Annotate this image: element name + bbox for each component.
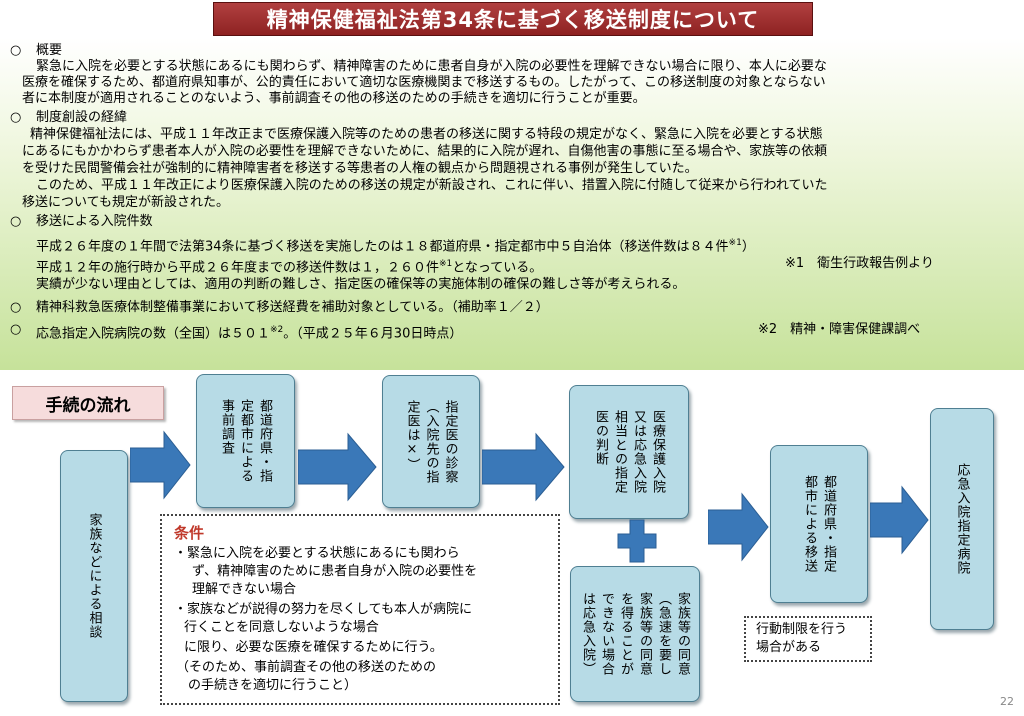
condition-line: の手続きを適切に行うこと） <box>188 678 358 693</box>
subsidy-text: 精神科救急医療体制整備事業において移送経費を補助対象としている。（補助率１／２） <box>36 300 549 315</box>
count-heading: 移送による入院件数 <box>36 214 153 229</box>
condition-line: （そのため、事前調査その他の移送のための <box>176 660 437 675</box>
page-title: 精神保健福祉法第34条に基づく移送制度について <box>213 2 813 36</box>
count-line-2: 平成１２年の施行時から平成２６年度までの移送件数は１，２６０件※1となっている。 <box>36 259 543 276</box>
overview-heading: 概要 <box>36 43 63 58</box>
history-heading: 制度創設の経緯 <box>36 110 128 125</box>
restriction-line: 行動制限を行う <box>756 622 848 637</box>
box-prior-survey: 都道府県・指 定都市による 事前調査 <box>196 374 295 508</box>
box-emergency-hospital: 応急入院指定病院 <box>930 408 994 630</box>
description-panel: ○ 概要 緊急に入院を必要とする状態にあるにも関わらず、精神障害のために患者自身… <box>0 38 1024 370</box>
overview-line: 医療を確保するため、都道府県知事が、公的責任において適切な医療機関まで移送するも… <box>22 75 826 90</box>
count-line-3: 実績が少ない理由としては、適用の判断の難しさ、指定医の確保等の実施体制の確保の難… <box>36 277 686 292</box>
conditions-title: 条件 <box>174 524 205 542</box>
history-line: を受けた民間警備会社が強制的に精神障害者を移送する等患者の人権の観点から問題視さ… <box>22 161 698 176</box>
flow-label: 手続の流れ <box>12 386 164 420</box>
history-line: このため、平成１１年改正により医療保護入院のための移送の規定が新設され、これに伴… <box>36 178 828 193</box>
box-doctor-judgment-text: 医療保護入院 又は応急入院 相当との指定 医の判断 <box>593 410 665 494</box>
history-line: 精神保健福祉法には、平成１１年改正まで医療保護入院等のための患者の移送に関する特… <box>30 127 823 142</box>
footnote-2: ※2 精神・障害保健課調べ <box>758 322 921 337</box>
box-designated-doctor-exam: 指定医の診察 （入院先の指 定医は×） <box>382 375 480 508</box>
box-family-consultation-text: 家族などによる相談 <box>86 513 102 639</box>
hospitals-text: 応急指定入院病院の数（全国）は５０１※2。（平成２５年６月30日時点） <box>36 325 463 342</box>
condition-line: ず、精神障害のために患者自身が入院の必要性を <box>192 564 478 579</box>
box-family-consultation: 家族などによる相談 <box>60 450 128 702</box>
overview-line: 者に本制度が適用されることのないよう、事前調査その他の移送のための手続きを適切に… <box>22 91 646 106</box>
arrow-right-icon <box>482 432 565 502</box>
bullet-count: ○ <box>10 214 22 229</box>
condition-line: ・緊急に入院を必要とする状態にあるにも関わら <box>174 546 460 561</box>
box-transfer-text: 都道府県・指定 都市による移送 <box>802 475 836 573</box>
restriction-line: 場合がある <box>756 640 822 655</box>
condition-line: ・家族などが説得の努力を尽くしても本人が病院に <box>174 602 472 617</box>
box-doctor-judgment: 医療保護入院 又は応急入院 相当との指定 医の判断 <box>569 385 689 519</box>
footnote-mark: ※2 <box>270 325 284 335</box>
restriction-note-box: 行動制限を行う 場合がある <box>744 616 872 662</box>
history-line: 移送についても規定が新設された。 <box>22 195 229 210</box>
arrow-right-icon <box>130 430 191 500</box>
arrow-right-icon <box>298 432 377 502</box>
box-transfer: 都道府県・指定 都市による移送 <box>770 445 868 603</box>
box-prior-survey-text: 都道府県・指 定都市による 事前調査 <box>219 399 272 483</box>
plus-icon <box>617 519 657 563</box>
condition-line: 理解できない場合 <box>192 582 297 597</box>
history-line: にあるにもかかわらず患者本人が入院の必要性を理解できないために、結果的に入院が遅… <box>22 144 828 159</box>
arrow-right-icon <box>870 485 929 555</box>
condition-line: に限り、必要な医療を確保するために行う。 <box>184 640 443 655</box>
footnote-mark: ※1 <box>728 238 742 248</box>
footnote-1: ※1 衛生行政報告例より <box>785 256 934 271</box>
box-designated-doctor-exam-text: 指定医の診察 （入院先の指 定医は×） <box>404 399 458 484</box>
bullet-subsidy: ○ <box>10 300 22 315</box>
overview-line: 緊急に入院を必要とする状態にあるにも関わらず、精神障害のために患者自身が入院の必… <box>36 59 827 74</box>
bullet-overview: ○ <box>10 43 22 58</box>
box-family-consent: 家族等の同意 （急速を要し 家族等の同意 を得ることが できない場合 は応急入院… <box>570 566 700 702</box>
condition-line: 行くことを同意しないような場合 <box>184 620 379 635</box>
page-number: 22 <box>1000 695 1014 708</box>
count-line-1: 平成２６年度の１年間で法第34条に基づく移送を実施したのは１８都道府県・指定都市… <box>36 238 755 255</box>
box-emergency-hospital-text: 応急入院指定病院 <box>954 463 970 575</box>
bullet-history: ○ <box>10 110 22 125</box>
box-family-consent-text: 家族等の同意 （急速を要し 家族等の同意 を得ることが できない場合 は応急入院… <box>580 592 690 676</box>
conditions-box: 条件 ・緊急に入院を必要とする状態にあるにも関わら ず、精神障害のために患者自身… <box>160 514 560 705</box>
arrow-right-icon <box>708 492 769 562</box>
bullet-hospitals: ○ <box>10 322 22 337</box>
footnote-mark: ※1 <box>439 259 453 269</box>
